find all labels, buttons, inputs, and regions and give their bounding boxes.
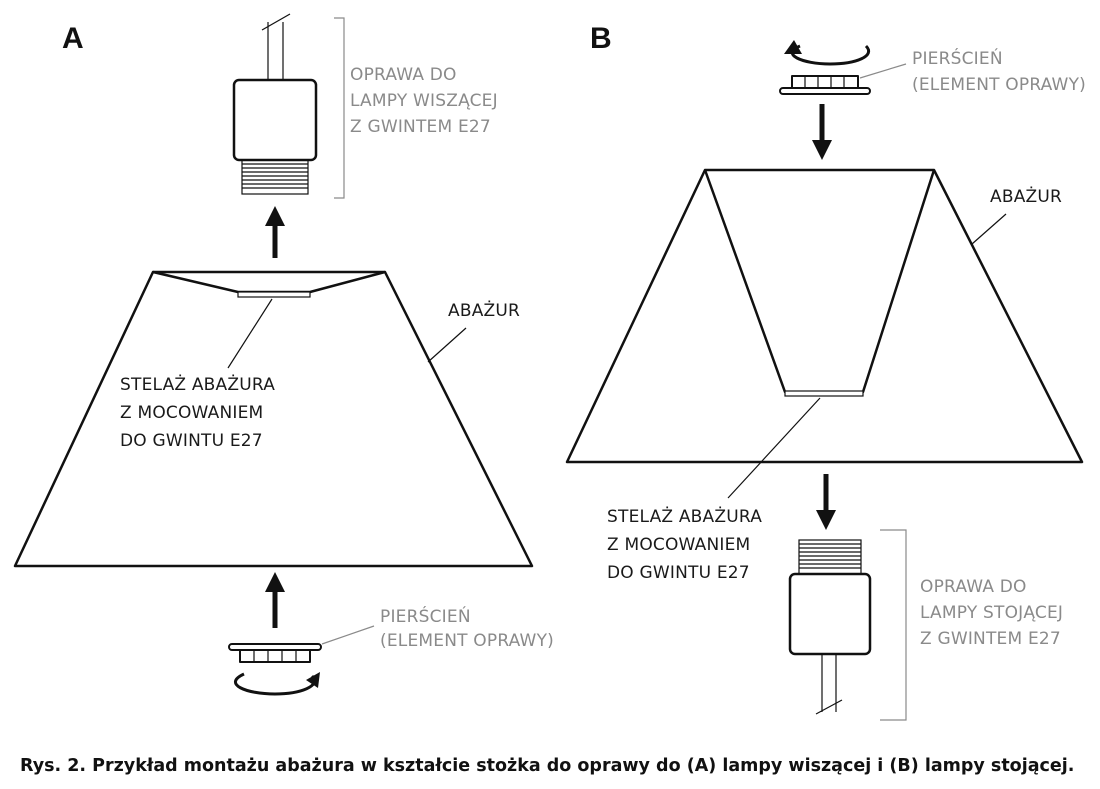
shade-label-a: ABAŻUR <box>448 300 520 321</box>
frame-leader-a <box>227 298 273 369</box>
fixture-bracket-a <box>334 17 345 199</box>
fixture-label-b-line2: LAMPY STOJĄCEJ <box>920 603 1063 623</box>
ring-a <box>228 643 322 663</box>
frame-label-a-line1: STELAŻ ABAŻURA <box>120 374 275 395</box>
ring-label-a-line1: PIERŚCIEŃ <box>380 605 471 627</box>
ring-label-a-line2: (ELEMENT OPRAWY) <box>380 631 554 651</box>
fixture-label-a-line3: Z GWINTEM E27 <box>350 117 491 137</box>
fixture-label-b-line1: OPRAWA DO <box>920 577 1027 597</box>
ring-leader-b <box>859 63 907 79</box>
panel-b-letter: B <box>590 22 612 55</box>
panel-b: B PIERŚCIEŃ (ELEMENT OPRAWY) ABA <box>565 22 1086 721</box>
frame-label-b-line2: Z MOCOWANIEM <box>607 535 750 555</box>
ring-b <box>779 75 871 95</box>
fixture-label-b-line3: Z GWINTEM E27 <box>920 629 1061 649</box>
ring-leader-a <box>321 625 375 645</box>
shade-leader-b <box>971 213 1007 245</box>
frame-label-b-line1: STELAŻ ABAŻURA <box>607 506 762 527</box>
shade-leader-a <box>427 327 467 363</box>
pendant-fixture <box>232 13 318 195</box>
lampshade-a <box>13 270 534 568</box>
rotation-arrow-a <box>234 672 320 696</box>
panel-a-letter: A <box>62 22 84 55</box>
fixture-label-a-line1: OPRAWA DO <box>350 65 457 85</box>
thread-a <box>241 159 309 195</box>
figure-caption: Rys. 2. Przykład montażu abażura w kszta… <box>20 756 1075 776</box>
fixture-label-a-line2: LAMPY WISZĄCEJ <box>350 91 498 111</box>
frame-label-a-line2: Z MOCOWANIEM <box>120 403 263 423</box>
frame-label-a-line3: DO GWINTU E27 <box>120 431 263 451</box>
standing-fixture <box>788 539 872 715</box>
frame-leader-b <box>727 397 821 499</box>
rotation-arrow-b <box>784 40 870 66</box>
shade-label-b: ABAŻUR <box>990 186 1062 207</box>
thread-b <box>798 539 862 575</box>
ring-label-b-line2: (ELEMENT OPRAWY) <box>912 75 1086 95</box>
fixture-bracket-b <box>880 529 907 721</box>
panel-a: A OPRAWA DO LAMPY WISZĄCEJ Z GWINTEM E27 <box>13 13 554 696</box>
ring-label-b-line1: PIERŚCIEŃ <box>912 47 1003 69</box>
lampshade-b <box>565 168 1084 464</box>
frame-label-b-line3: DO GWINTU E27 <box>607 563 750 583</box>
